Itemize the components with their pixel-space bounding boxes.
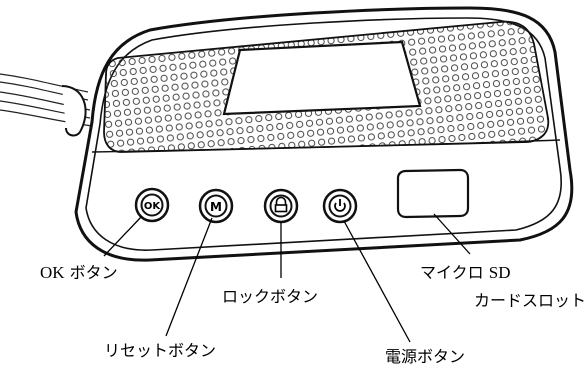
m-icon: M: [210, 200, 222, 214]
ok-leader-line: [103, 215, 143, 257]
sd-label-latin: SD: [488, 263, 511, 282]
sd-leader-line: [433, 213, 471, 255]
cable-bundle: [0, 73, 93, 137]
reset-leader-line: [165, 217, 213, 337]
lock-icon: [274, 196, 288, 213]
ok-icon: OK: [144, 201, 162, 212]
ok-label-latin: OK: [40, 263, 65, 282]
power-icon: [334, 199, 346, 212]
power-button[interactable]: [322, 188, 358, 224]
power-leader-line: [343, 220, 411, 343]
sd-label-jp: マイクロ: [420, 263, 489, 282]
lock-button-label: ロックボタン: [222, 287, 319, 306]
microsd-slot[interactable]: [396, 168, 470, 219]
menu-button[interactable]: M: [198, 188, 234, 224]
lock-button[interactable]: [263, 188, 299, 224]
reset-button-label: リセットボタン: [104, 341, 217, 360]
microsd-slot-label-line1: マイクロ SD: [420, 262, 511, 283]
display-screen-frame: [222, 40, 422, 116]
ok-button[interactable]: OK: [134, 187, 170, 223]
ok-button-label: OK ボタン: [40, 262, 118, 283]
microsd-slot-label-line2: カードスロット: [474, 291, 587, 310]
front-face-edge: [91, 139, 561, 153]
power-button-label: 電源ボタン: [385, 347, 466, 366]
ok-label-jp: ボタン: [64, 263, 118, 282]
